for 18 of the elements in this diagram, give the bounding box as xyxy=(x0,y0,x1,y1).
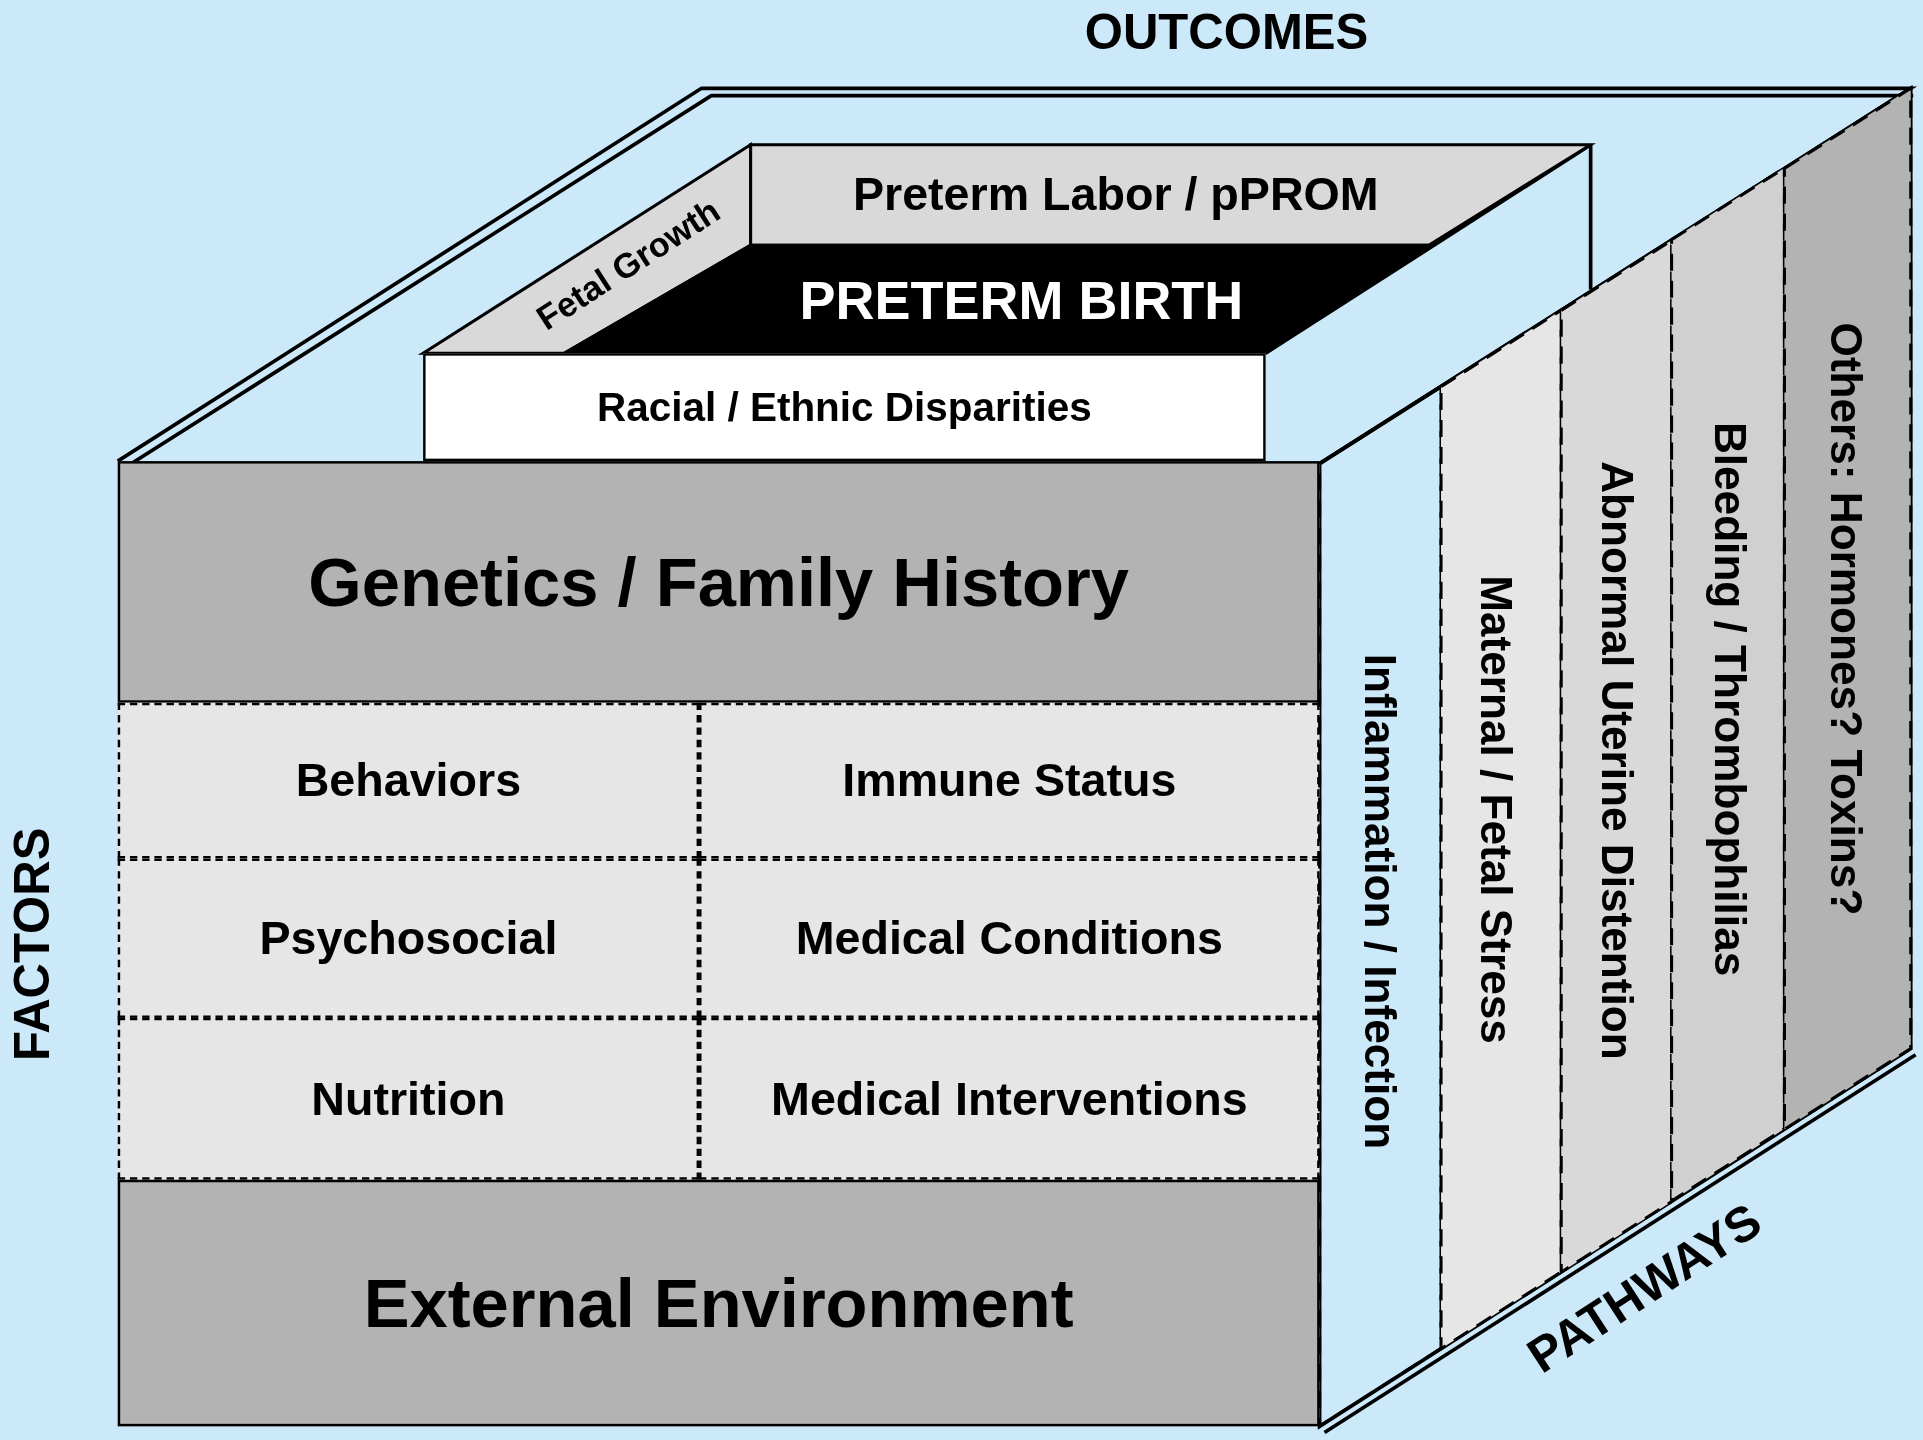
factor-panel: Medical Interventions xyxy=(699,1017,1320,1180)
pathway-label: Others: Hormones? Toxins? xyxy=(1823,323,1868,916)
factor-panel: Immune Status xyxy=(699,702,1320,859)
factor-panel: Genetics / Family History xyxy=(117,461,1320,703)
axis-label: FACTORS xyxy=(7,827,57,1062)
factor-panel: Nutrition xyxy=(117,1017,700,1180)
outcome-title: PRETERM BIRTH xyxy=(799,273,1244,328)
pathway-label: Maternal / Fetal Stress xyxy=(1474,575,1519,1044)
factor-panel: Psychosocial xyxy=(117,858,700,1018)
pathway-label: Inflammation / Infection xyxy=(1357,653,1402,1150)
axis-label: OUTCOMES xyxy=(1084,7,1369,57)
outcome-label: Preterm Labor / pPROM xyxy=(852,170,1379,218)
factor-panel: Medical Conditions xyxy=(699,858,1320,1018)
outcome-wall: Racial / Ethnic Disparities xyxy=(423,353,1266,462)
factor-panel: Behaviors xyxy=(117,702,700,859)
pathway-label: Abnormal Uterine Distention xyxy=(1594,461,1639,1060)
factor-panel: External Environment xyxy=(117,1179,1320,1427)
pathway-label: Bleeding / Thrombophilias xyxy=(1707,421,1752,977)
